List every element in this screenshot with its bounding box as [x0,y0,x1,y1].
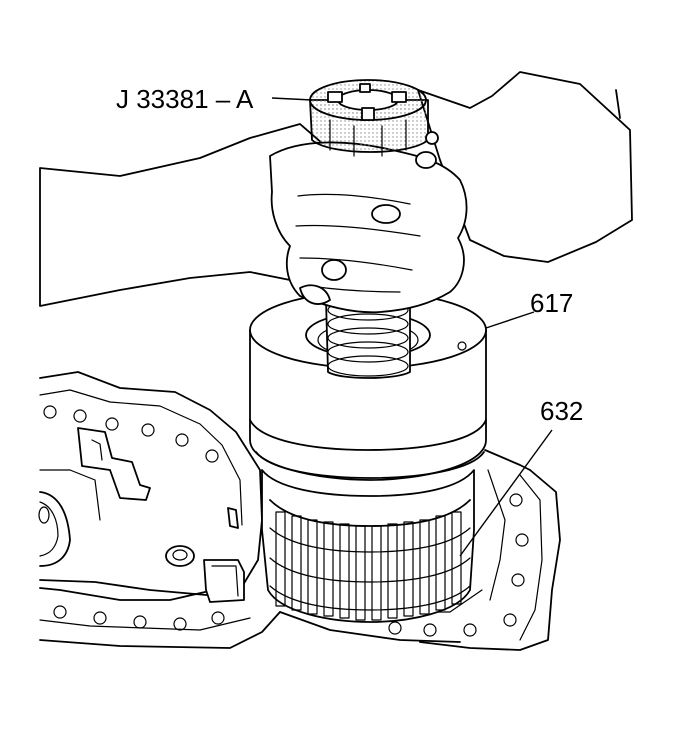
fingernail [321,259,347,281]
clutch-pack-slots [275,511,462,621]
hands [269,141,468,314]
pump-bore [38,491,71,567]
callout-617-label: 617 [530,288,573,318]
case-recess [77,427,151,501]
leader-632 [459,429,553,557]
callout-tool-label: J 33381 – A [116,84,254,114]
callout-leaders [271,97,553,557]
fingernail [371,204,401,224]
case-boss [165,545,195,567]
case-bracket [203,559,245,603]
clutch-pack-632 [261,469,475,623]
right-arm [417,71,633,263]
leader-617 [485,311,535,329]
tool-knob [425,131,439,145]
callout-632-label: 632 [540,396,583,426]
seal-protector-tool [309,79,439,157]
leader-tool [271,97,313,101]
case-bolt-holes [43,405,529,637]
fingernail [415,151,437,169]
case-pin [227,507,239,529]
